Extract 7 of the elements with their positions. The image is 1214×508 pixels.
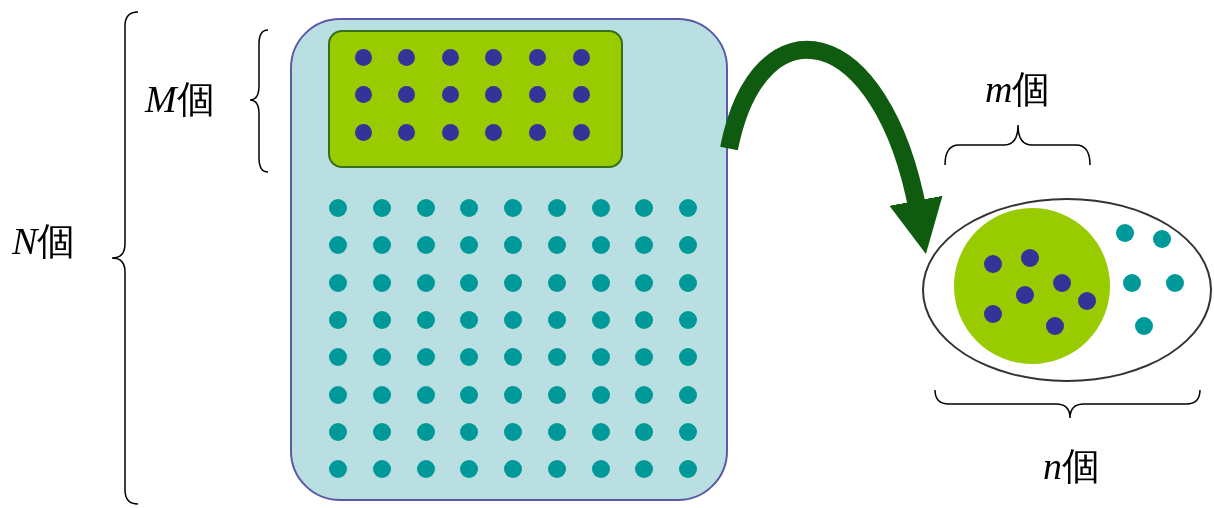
count-label: n個 bbox=[1043, 447, 1100, 485]
population-box bbox=[290, 18, 728, 501]
count-label: m個 bbox=[985, 70, 1051, 108]
count-label: M個 bbox=[145, 80, 215, 118]
subset-box bbox=[328, 30, 623, 168]
curved-arrow bbox=[720, 41, 942, 254]
count-label: N個 bbox=[12, 222, 76, 260]
